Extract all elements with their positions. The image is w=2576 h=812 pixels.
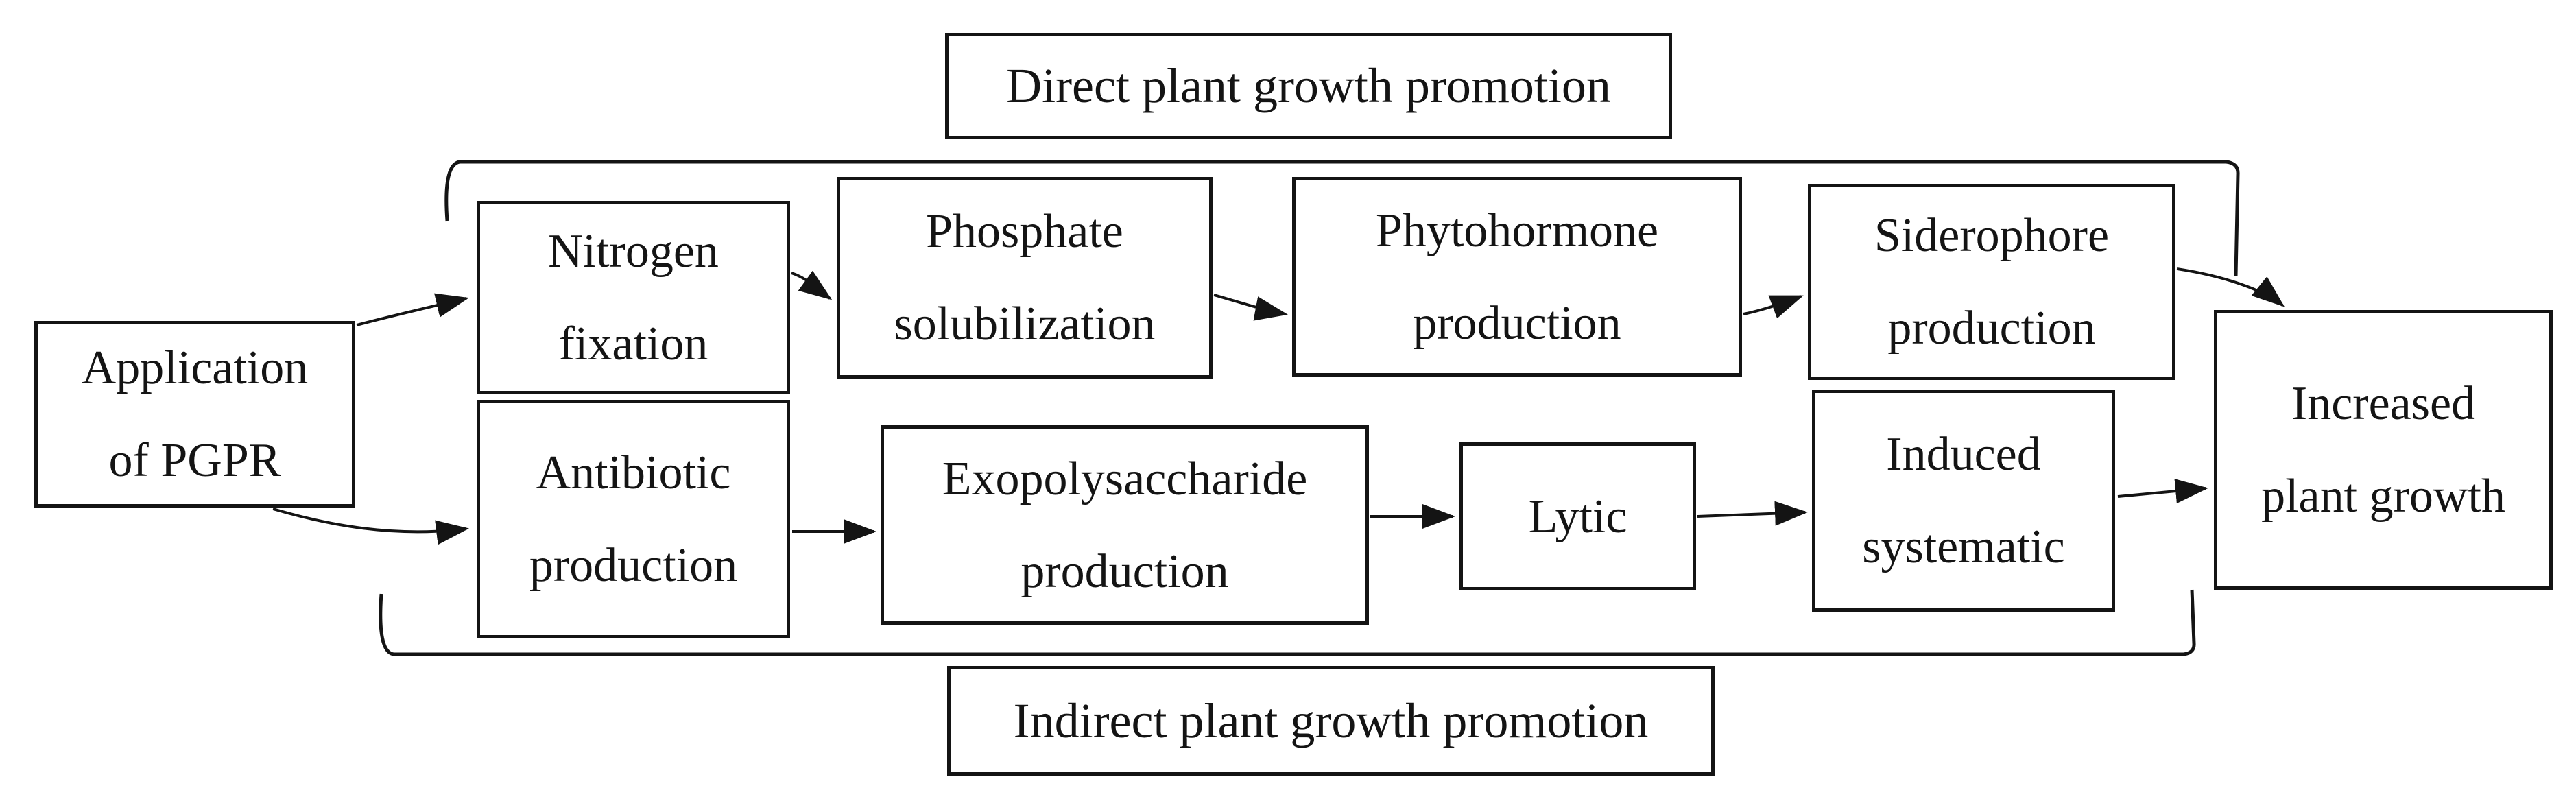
- node-nitrogen-fixation: Nitrogen fixation: [477, 201, 790, 394]
- node-siderophore-production: Siderophore production: [1808, 184, 2175, 380]
- node-line: production: [1021, 545, 1229, 598]
- node-line: plant growth: [2261, 470, 2505, 523]
- node-lytic: Lytic: [1459, 442, 1696, 590]
- arrow-phytohormone-to-siderophore: [1743, 295, 1804, 319]
- node-line: Lytic: [1528, 490, 1627, 543]
- node-line: Siderophore: [1874, 209, 2110, 262]
- arrow-siderophore-to-increased: [2176, 267, 2285, 307]
- node-line: Induced: [1886, 428, 2041, 481]
- node-exopolysaccharide-production: Exopolysaccharide production: [881, 425, 1369, 625]
- node-line: Phytohormone: [1375, 204, 1659, 257]
- node-induced-systematic: Induced systematic: [1812, 390, 2115, 612]
- node-line: production: [1887, 302, 2096, 355]
- arrow-application-to-antibiotic: [272, 508, 469, 545]
- node-line: production: [529, 539, 738, 592]
- arrow-nitrogen-to-phosphate: [791, 270, 833, 300]
- node-phosphate-solubilization: Phosphate solubilization: [837, 177, 1213, 379]
- node-line: systematic: [1862, 521, 2065, 573]
- arrow-induced-to-increased: [2117, 479, 2208, 504]
- arrow-lytic-to-induced: [1697, 501, 1808, 526]
- arrow-phosphate-to-phytohormone: [1213, 294, 1288, 321]
- node-line: Increased: [2291, 377, 2476, 430]
- node-line: Phosphate: [926, 205, 1123, 258]
- indirect-promotion-label: Indirect plant growth promotion: [1013, 693, 1649, 748]
- node-increased-plant-growth: Increased plant growth: [2214, 310, 2553, 590]
- node-phytohormone-production: Phytohormone production: [1292, 177, 1742, 377]
- direct-promotion-title: Direct plant growth promotion: [945, 33, 1672, 139]
- indirect-promotion-title: Indirect plant growth promotion: [947, 666, 1715, 776]
- node-line: of PGPR: [108, 434, 281, 487]
- node-line: Nitrogen: [548, 225, 719, 278]
- arrow-application-to-nitrogen: [356, 293, 469, 326]
- node-antibiotic-production: Antibiotic production: [477, 400, 790, 638]
- node-line: production: [1413, 296, 1621, 350]
- node-line: solubilization: [894, 298, 1156, 350]
- node-line: Application: [81, 342, 309, 394]
- node-line: fixation: [558, 318, 708, 370]
- direct-promotion-label: Direct plant growth promotion: [1006, 58, 1611, 113]
- node-application-of-pgpr: Application of PGPR: [34, 321, 355, 508]
- node-line: Exopolysaccharide: [942, 452, 1308, 505]
- node-line: Antibiotic: [536, 446, 731, 499]
